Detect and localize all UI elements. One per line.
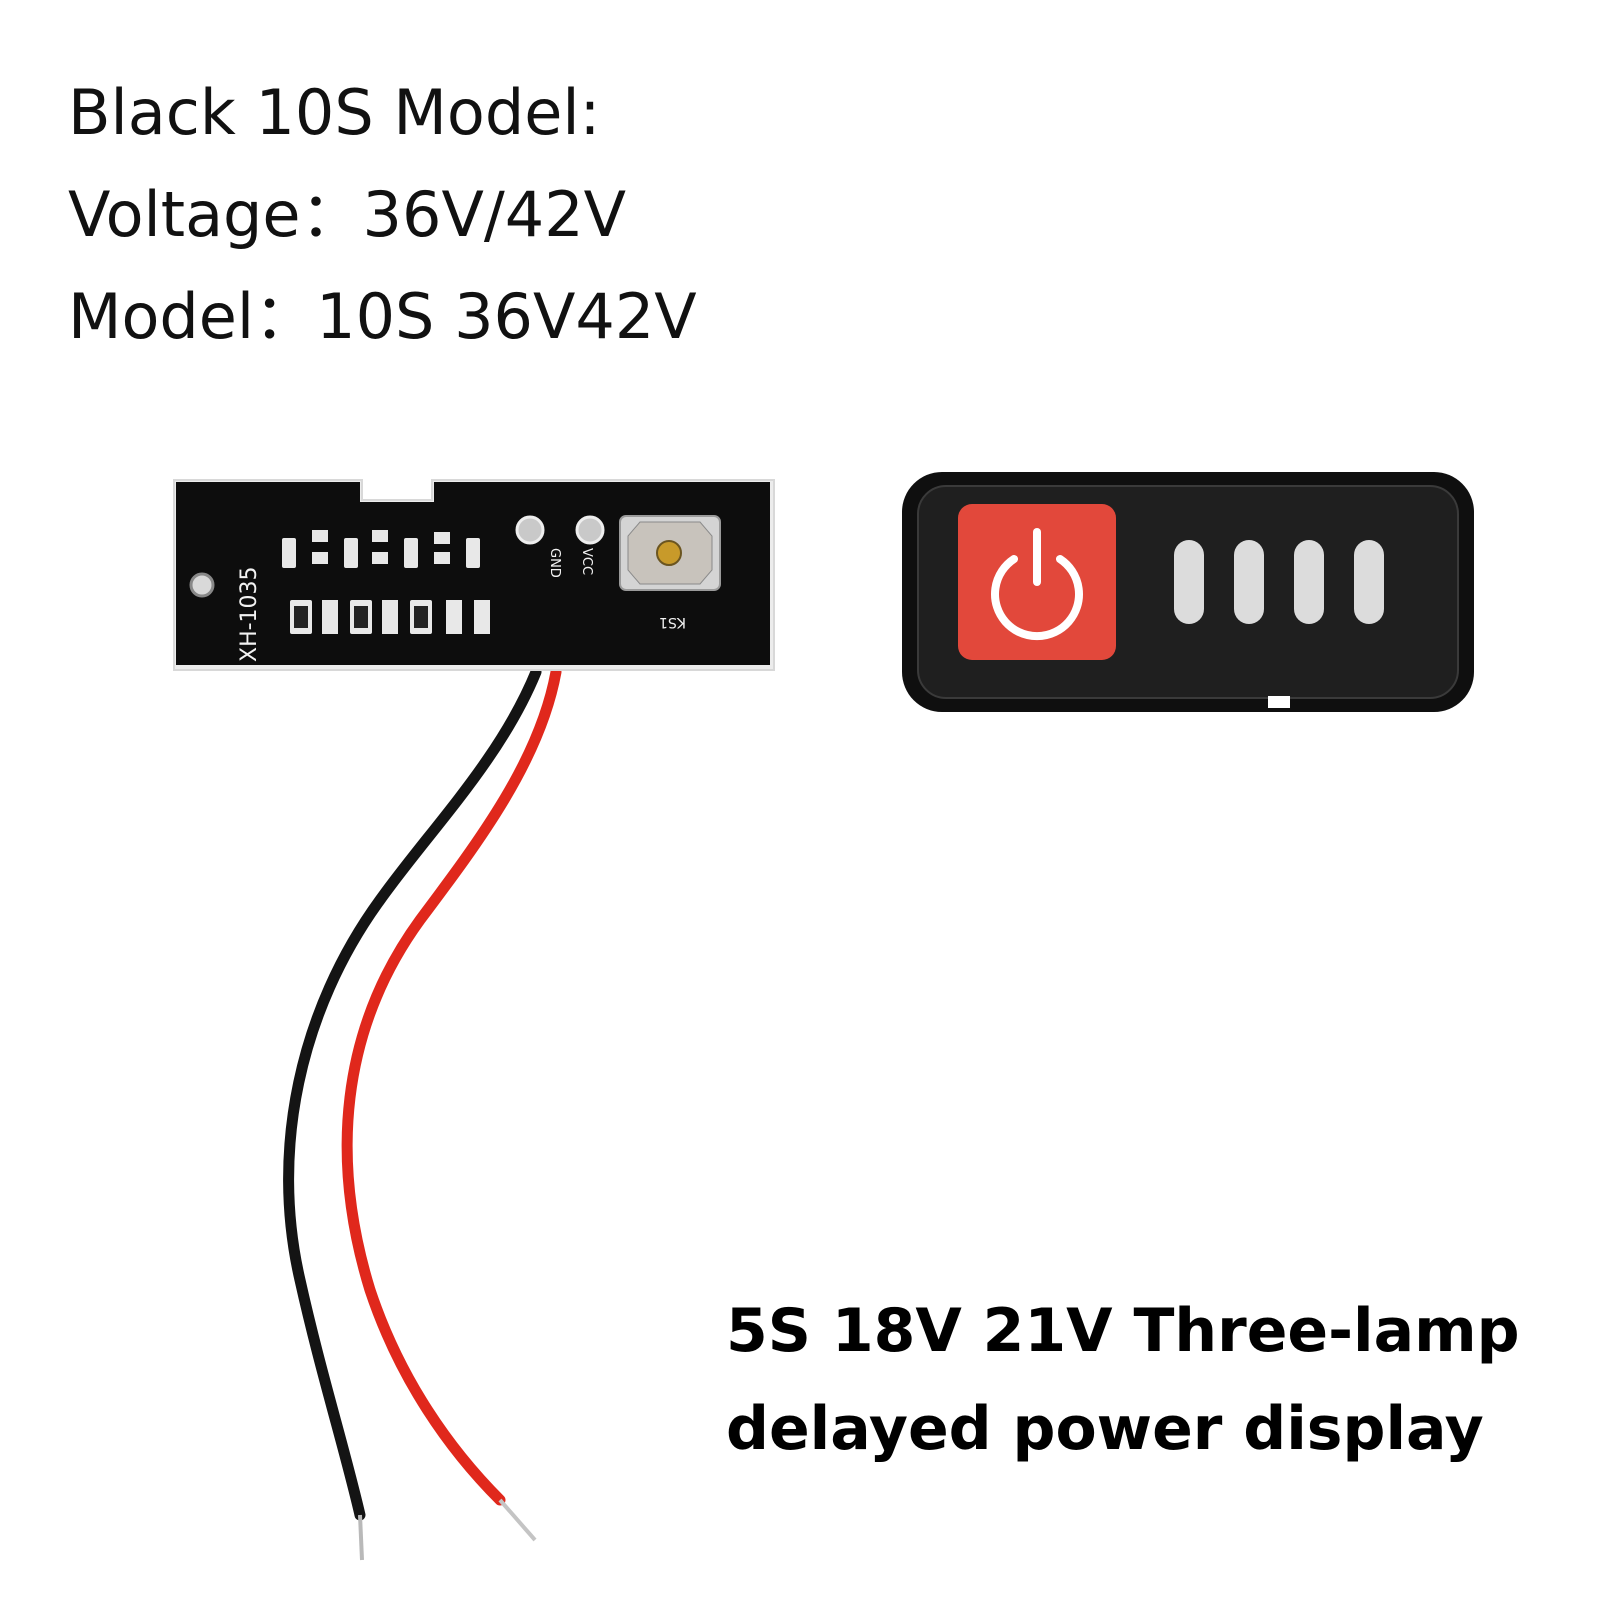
spec-line-model-title: Black 10S Model: (68, 76, 601, 149)
panel-notch (1268, 696, 1290, 708)
red-wire-tip (498, 1498, 537, 1542)
black-wire-tip (358, 1514, 364, 1561)
spec-line-model: Model：10S 36V42V (68, 280, 697, 353)
product-caption: 5S 18V 21V Three-lamp delayed power disp… (726, 1282, 1520, 1478)
caption-line-1: 5S 18V 21V Three-lamp (726, 1296, 1520, 1366)
level-lamps (1174, 540, 1384, 624)
tactile-switch (619, 515, 721, 591)
gnd-pad (515, 515, 545, 545)
pcb-model-label: XH-1035 (237, 566, 262, 662)
black-wire (283, 666, 542, 1521)
level-lamp-3 (1294, 540, 1324, 624)
pcb-board: XH-1035 GND (173, 479, 775, 671)
spec-text-block: Black 10S Model: Voltage：36V/42V Model：1… (68, 62, 697, 368)
wires (283, 666, 562, 1561)
indicator-panel (902, 472, 1474, 712)
mounting-hole (189, 572, 215, 598)
smd-bodies (294, 606, 428, 628)
vcc-label: VCC (579, 548, 594, 575)
level-lamp-4 (1354, 540, 1384, 624)
switch-label: KS1 (659, 614, 686, 630)
red-wire (341, 666, 562, 1506)
level-lamp-1 (1174, 540, 1204, 624)
level-lamp-2 (1234, 540, 1264, 624)
vcc-pad (575, 515, 605, 545)
spec-line-voltage: Voltage：36V/42V (68, 178, 627, 251)
gnd-label: GND (547, 548, 562, 578)
switch-actuator (656, 540, 682, 566)
power-icon (991, 528, 1083, 641)
caption-line-2: delayed power display (726, 1394, 1484, 1464)
